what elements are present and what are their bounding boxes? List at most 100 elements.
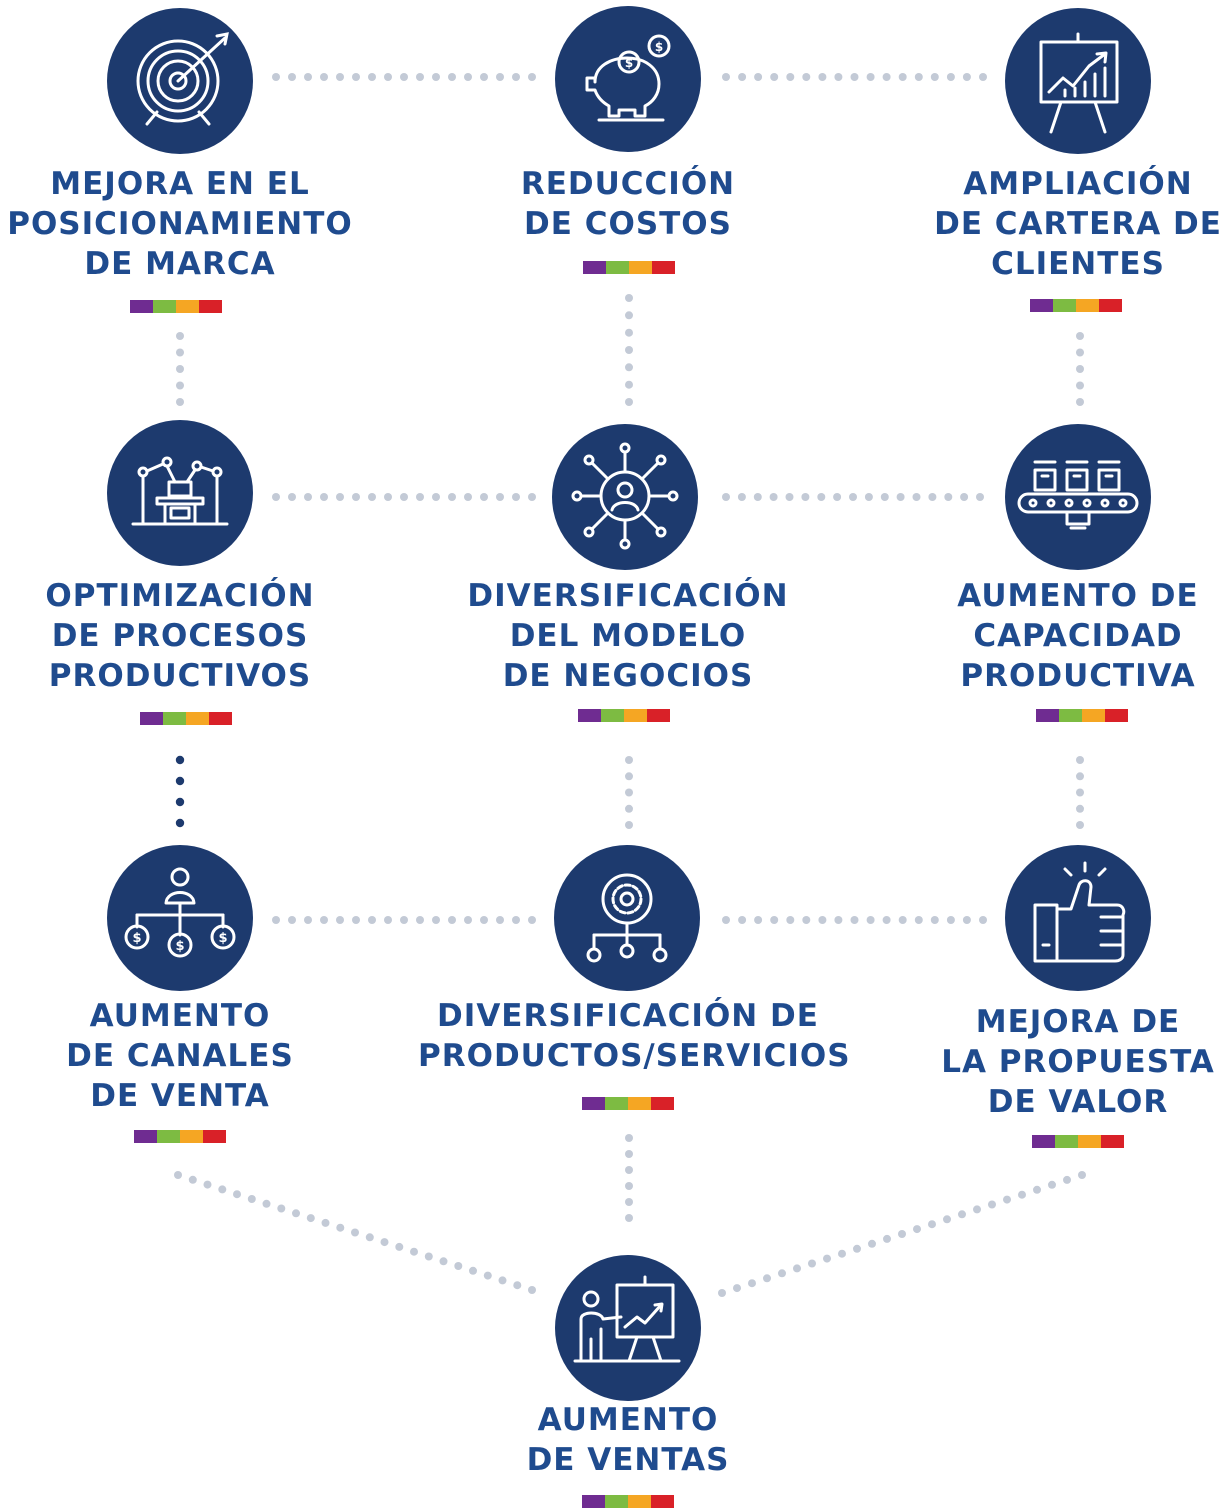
thumbs-up-icon [1005, 845, 1151, 991]
connector-dot [175, 755, 185, 765]
connector-dot [352, 73, 360, 81]
connector-dot [722, 493, 730, 501]
connector-dot [464, 73, 472, 81]
connector-dot [866, 916, 875, 924]
connector-dot [432, 916, 440, 924]
connector-dot [737, 493, 746, 501]
label-line: productiva [960, 658, 1196, 694]
connector-dot [928, 1220, 936, 1229]
connector-dot [850, 73, 859, 81]
connector-dot [625, 294, 633, 302]
connector-dot [1076, 332, 1084, 340]
label-line: del modelo [509, 618, 747, 654]
connector-dot [882, 916, 891, 924]
label-line: de ventas [526, 1442, 730, 1478]
connector-dot [833, 493, 842, 501]
label-line: productivos [48, 658, 312, 694]
connector-dot [625, 1150, 633, 1158]
connector-dot [988, 1200, 996, 1209]
connector-dot [625, 1134, 633, 1142]
svg-text:$: $ [132, 931, 141, 946]
connector-dot [754, 916, 763, 924]
label-line: Diversificación de [437, 998, 819, 1034]
connector-dot [483, 1271, 492, 1280]
connector-dot [976, 493, 984, 501]
sales-channels-icon: $ $ $ [107, 845, 253, 991]
connector-dot [321, 1218, 330, 1227]
connector-dot [808, 1259, 816, 1268]
label-line: posicionamiento [7, 206, 353, 242]
connector-dot [960, 493, 969, 501]
connector-dot [1076, 398, 1084, 406]
connector-dot [448, 916, 456, 924]
connector-dot [176, 332, 184, 340]
connector-dot [979, 73, 987, 81]
svg-text:$: $ [175, 939, 184, 954]
connector-dot [793, 1264, 801, 1273]
connector-dot [306, 1214, 315, 1223]
connector-dot [400, 493, 408, 501]
connector-dot [272, 493, 280, 501]
connector-dot [1076, 804, 1084, 813]
connector-dot [817, 493, 826, 501]
connector-dot [320, 916, 328, 924]
connector-dot [962, 916, 971, 924]
connector-dot [1076, 772, 1084, 781]
connector-dot [733, 1284, 741, 1293]
connector-dot [898, 1230, 906, 1238]
connector-dot [384, 916, 392, 924]
connector-dot [802, 73, 811, 81]
connector-dot [448, 493, 456, 501]
connector-dot [384, 493, 392, 501]
connector-dot [818, 916, 827, 924]
connector-dot [174, 1171, 182, 1179]
label-line: Diversificación [467, 578, 789, 614]
label-line: Aumento [537, 1402, 719, 1438]
connector-dot [380, 1238, 389, 1247]
connector-dot [203, 1180, 212, 1189]
connector-dot [880, 493, 889, 501]
color-stripe [134, 1130, 226, 1143]
connector-dot [1076, 381, 1084, 390]
connector-dot [424, 1252, 433, 1261]
connector-dot [384, 73, 392, 81]
connector-dot [277, 1204, 286, 1213]
connector-dot [849, 493, 857, 501]
connector-dot [512, 493, 520, 501]
gear-hierarchy-icon [554, 845, 700, 991]
svg-text:$: $ [218, 931, 227, 946]
connector-dot [753, 493, 762, 501]
connector-dot [1078, 1171, 1086, 1179]
connector-dot [823, 1254, 831, 1263]
connector-dot [400, 916, 408, 924]
connector-dot [738, 916, 747, 924]
connector-dot [928, 493, 937, 501]
connector-dot [913, 1225, 921, 1234]
label-line: clientes [991, 246, 1165, 282]
connector-dot [368, 916, 376, 924]
connector-dot [528, 73, 536, 81]
connector-dot [958, 1210, 966, 1219]
piggy-bank-icon: $ $ [555, 6, 701, 152]
color-stripe [1030, 299, 1122, 312]
connector-dot [834, 73, 843, 81]
connector-dot [763, 1274, 771, 1283]
connector-dot [469, 1266, 477, 1275]
label-line: Optimización [45, 578, 315, 614]
connector-dot [866, 73, 875, 81]
connector-dot [801, 493, 810, 501]
connector-dot [769, 493, 778, 501]
connector-dot [320, 73, 328, 81]
robotic-arms-icon [107, 420, 253, 566]
label-line: Aumento de [957, 578, 1199, 614]
connector-dot [368, 73, 376, 81]
connector-dot [512, 916, 520, 924]
connector-dot [864, 493, 873, 501]
growth-chart-board-icon [1005, 8, 1151, 154]
connector-dot [770, 916, 779, 924]
connector-dot [351, 1228, 359, 1237]
connector-dot [352, 493, 360, 501]
connector-dot [946, 916, 955, 924]
connector-dot [304, 916, 312, 924]
